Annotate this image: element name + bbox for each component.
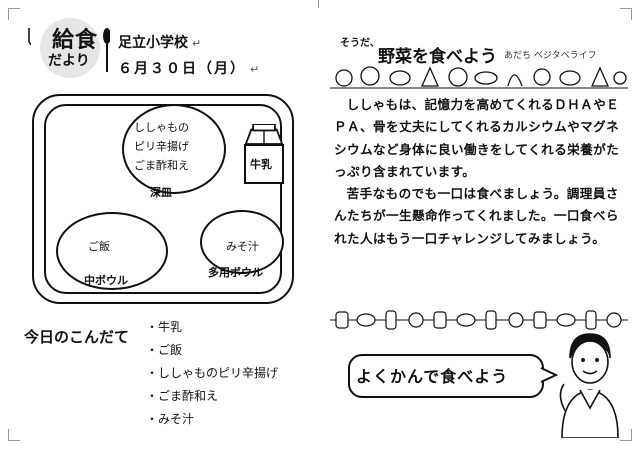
milk-carton-body <box>244 144 284 184</box>
menu-heading: 今日のこんだて <box>24 328 130 346</box>
person-icon <box>559 333 619 438</box>
article-paragraph: ししゃもは、記憶力を高めてくれるＤＨＡやＥＰＡ、骨を丈夫にしてくれるカルシウムや… <box>334 97 620 179</box>
crop-mark-top-left <box>8 8 20 20</box>
fork-icon <box>28 28 31 46</box>
deep-plate-item: ピリ辛揚げ <box>134 140 189 153</box>
crop-mark-bottom-left <box>8 429 20 441</box>
menu-item: ・みそ汁 <box>146 412 195 426</box>
school-name: 足立小学校↵ <box>118 35 202 51</box>
vegetables-divider-icon <box>330 310 628 330</box>
crop-mark-bottom-right <box>620 429 632 441</box>
deep-plate-label: 深皿 <box>150 186 172 199</box>
tray-outer <box>32 94 294 304</box>
fold-mark <box>318 0 319 8</box>
multi-bowl-label: 多用ボウル <box>208 266 263 279</box>
article-subtitle: あだち ベジタベライフ <box>504 51 597 61</box>
menu-item: ・牛乳 <box>146 320 183 334</box>
menu-item: ・ごま酢和え <box>146 389 219 403</box>
middle-bowl <box>56 212 168 290</box>
menu-list: ・牛乳 ・ご飯 ・ししゃものピリ辛揚げ ・ごま酢和え ・みそ汁 <box>146 316 278 431</box>
multi-bowl <box>200 210 284 274</box>
deep-plate-item: ししゃもの <box>134 121 189 134</box>
article-body: ししゃもは、記憶力を高めてくれるＤＨＡやＥＰＡ、骨を丈夫にしてくれるカルシウムや… <box>334 94 630 250</box>
middle-bowl-item: ご飯 <box>88 240 110 253</box>
deep-plate-items: ししゃもの ピリ辛揚げ ごま酢和え <box>134 118 189 175</box>
speech-bubble-text: よくかんで食べよう <box>356 367 509 386</box>
logo-background <box>40 18 100 78</box>
spoon-icon <box>103 28 110 72</box>
logo-subtitle: だより <box>48 53 90 69</box>
article-title: 野菜を食べよう <box>378 47 497 67</box>
menu-date: ６月３０日（月）↵ <box>118 61 262 77</box>
logo-title: 給食 <box>52 28 99 53</box>
menu-item: ・ししゃものピリ辛揚げ <box>146 366 279 380</box>
deep-plate-item: ごま酢和え <box>134 159 189 172</box>
middle-bowl-label: 中ボウル <box>84 274 128 287</box>
crop-mark-top-right <box>620 8 632 20</box>
menu-item: ・ご飯 <box>146 343 183 357</box>
multi-bowl-item: みそ汁 <box>226 240 259 253</box>
article-paragraph: 苦手なものでも一口は食べましょう。調理員さんたちが一生懸命作ってくれました。一口… <box>334 186 619 246</box>
milk-carton-icon <box>244 124 284 145</box>
speech-bubble <box>348 354 544 398</box>
article-prefix: そうだ、 <box>340 38 380 49</box>
milk-label: 牛乳 <box>250 158 272 171</box>
deep-plate <box>122 104 226 194</box>
vegetables-icon <box>330 66 628 89</box>
speech-bubble-tail <box>540 367 558 383</box>
